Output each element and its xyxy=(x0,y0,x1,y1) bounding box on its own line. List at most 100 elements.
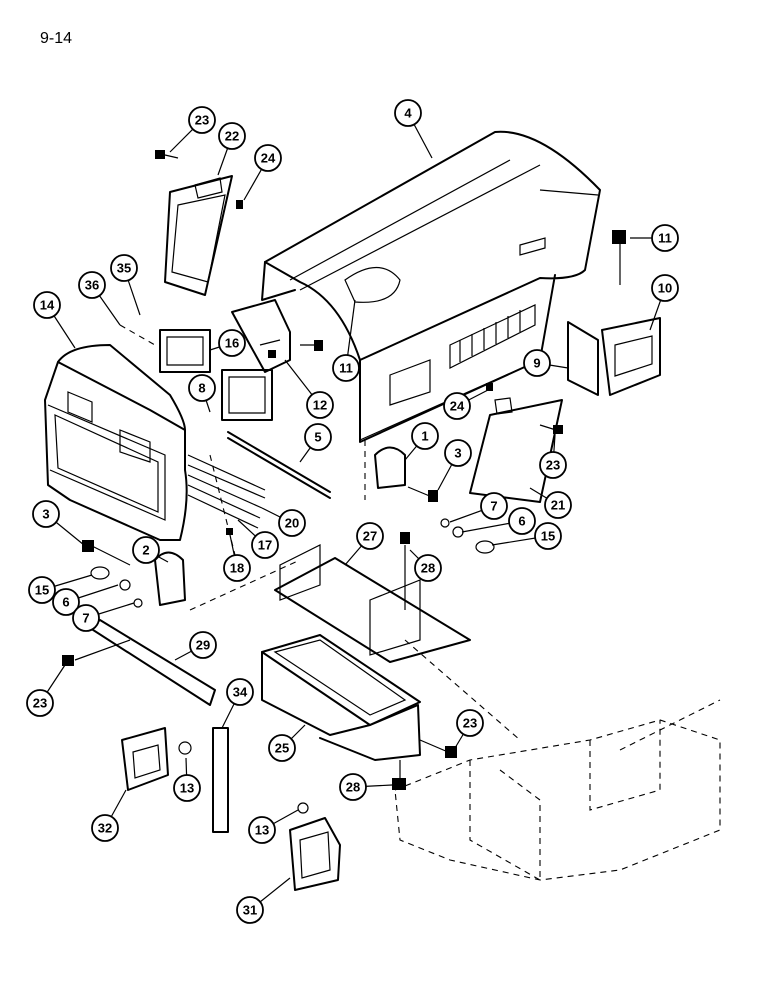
callout-label: 15 xyxy=(541,529,555,544)
callout-circle xyxy=(539,451,567,479)
callout-label: 24 xyxy=(261,151,276,166)
callout-label: 11 xyxy=(339,361,353,376)
callout-23: 23 xyxy=(169,106,216,153)
side-panel-part xyxy=(469,383,563,503)
callout-label: 6 xyxy=(62,595,69,610)
callout-10: 10 xyxy=(649,274,679,331)
callout-label: 7 xyxy=(82,611,89,626)
callout-29: 29 xyxy=(174,631,217,661)
callout-2: 2 xyxy=(132,536,169,564)
callout-label: 9 xyxy=(533,356,540,371)
callout-22: 22 xyxy=(217,122,246,176)
grille-part xyxy=(44,344,188,541)
callout-7: 7 xyxy=(449,492,508,523)
callout-label: 25 xyxy=(275,741,289,756)
callout-label: 1 xyxy=(421,429,428,444)
callout-circle xyxy=(508,507,536,535)
callout-circle xyxy=(414,554,442,582)
callout-4: 4 xyxy=(394,99,433,159)
callout-label: 15 xyxy=(35,583,49,598)
callout-16: 16 xyxy=(209,329,246,357)
callout-23: 23 xyxy=(26,664,66,717)
callout-circle xyxy=(236,896,264,924)
callout-label: 32 xyxy=(98,821,112,836)
callout-circle xyxy=(52,588,80,616)
callout-17: 17 xyxy=(237,519,279,559)
callout-circle xyxy=(254,144,282,172)
callout-circle xyxy=(456,709,484,737)
callout-5: 5 xyxy=(299,423,332,463)
callout-25: 25 xyxy=(268,724,306,762)
callout-label: 28 xyxy=(346,780,360,795)
callout-circle xyxy=(651,224,679,252)
hood-side-vent xyxy=(389,304,536,406)
callout-label: 2 xyxy=(142,543,149,558)
callout-15: 15 xyxy=(28,574,93,604)
callout-3: 3 xyxy=(437,439,472,491)
callout-31: 31 xyxy=(236,877,291,924)
callout-label: 36 xyxy=(85,278,99,293)
callout-label: 24 xyxy=(450,399,465,414)
callout-circle xyxy=(544,491,572,519)
callout-circle xyxy=(278,509,306,537)
callout-18: 18 xyxy=(223,534,251,582)
callout-label: 14 xyxy=(40,298,55,313)
callout-circle xyxy=(304,423,332,451)
callout-label: 31 xyxy=(243,903,257,918)
headlight-bracket-part xyxy=(231,299,323,373)
callout-label: 22 xyxy=(225,129,239,144)
callout-label: 23 xyxy=(546,458,560,473)
callout-28: 28 xyxy=(339,773,393,801)
callout-label: 23 xyxy=(33,696,47,711)
callout-circle xyxy=(132,536,160,564)
callout-label: 10 xyxy=(658,281,672,296)
callout-label: 3 xyxy=(454,446,461,461)
callout-label: 4 xyxy=(404,106,412,121)
weight-tray-part xyxy=(261,634,457,790)
callout-circle xyxy=(110,254,138,282)
callout-11: 11 xyxy=(332,299,360,382)
callout-circle xyxy=(223,554,251,582)
callout-6: 6 xyxy=(52,584,119,616)
callout-circle xyxy=(33,291,61,319)
callout-label: 12 xyxy=(313,398,327,413)
callout-13: 13 xyxy=(173,757,201,802)
callout-circle xyxy=(306,391,334,419)
callout-8: 8 xyxy=(188,374,216,413)
callout-label: 13 xyxy=(180,781,194,796)
callout-circle xyxy=(268,734,296,762)
assembly-guide-lines xyxy=(119,324,521,741)
callout-label: 28 xyxy=(421,561,435,576)
callout-21: 21 xyxy=(529,487,572,519)
callout-circle xyxy=(91,814,119,842)
callout-23: 23 xyxy=(539,434,567,479)
callout-circle xyxy=(32,500,60,528)
callout-7: 7 xyxy=(72,602,135,632)
callout-label: 3 xyxy=(42,507,49,522)
callout-label: 7 xyxy=(490,499,497,514)
callout-circle xyxy=(444,439,472,467)
callout-label: 17 xyxy=(258,538,272,553)
tie-bar-part xyxy=(62,619,216,706)
mounting-plate-part xyxy=(274,532,471,663)
callout-circle xyxy=(480,492,508,520)
callout-circle xyxy=(188,106,216,134)
callout-circle xyxy=(443,392,471,420)
callout-23: 23 xyxy=(454,709,484,749)
callout-32: 32 xyxy=(91,789,127,842)
lower-bracket-parts xyxy=(121,727,341,891)
callout-label: 18 xyxy=(230,561,244,576)
callout-circle xyxy=(78,271,106,299)
callout-label: 5 xyxy=(314,430,321,445)
callout-circle xyxy=(26,689,54,717)
callout-label: 29 xyxy=(196,638,210,653)
callout-label: 23 xyxy=(463,716,477,731)
callout-label: 34 xyxy=(233,685,248,700)
callout-35: 35 xyxy=(110,254,141,316)
callout-label: 23 xyxy=(195,113,209,128)
callout-circle xyxy=(411,422,439,450)
callout-circle xyxy=(188,374,216,402)
callout-label: 27 xyxy=(363,529,377,544)
